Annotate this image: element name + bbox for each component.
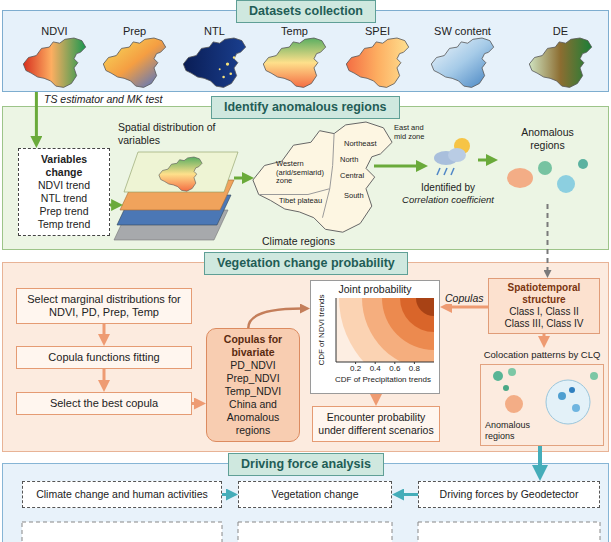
dataset-label: SPEI bbox=[345, 25, 410, 38]
copula-box: Copulas for bivariatePD_NDVIPrep_NDVITem… bbox=[206, 328, 300, 442]
region-name: Tibet plateau bbox=[279, 197, 322, 206]
region-name: South bbox=[344, 192, 364, 201]
region-name: Northeast bbox=[344, 140, 377, 149]
box-text: NTL trend bbox=[23, 192, 105, 205]
section-title: Driving force analysis bbox=[228, 453, 384, 476]
process-box: Driving forces by Geodetector bbox=[418, 481, 600, 508]
box-text: Prep trend bbox=[23, 205, 105, 218]
box-text: Vegetation change bbox=[243, 488, 387, 501]
box-text: Prep_NDVI bbox=[211, 372, 295, 385]
map-caption: Spatial distribution of variables bbox=[118, 121, 230, 147]
region-name: North bbox=[340, 156, 358, 165]
box-text: Encounter probability under different sc… bbox=[317, 411, 435, 437]
box-text: Temp_NDVI bbox=[211, 385, 295, 398]
edge-label: Copulas bbox=[444, 292, 485, 304]
axis-title: CDF of NDVI trends bbox=[317, 290, 327, 370]
step-note: Identified by bbox=[404, 182, 492, 194]
box-text: Copula functions fitting bbox=[21, 351, 187, 364]
axis-tick: 0.6 bbox=[385, 364, 405, 374]
region-name: Western (arid/semiarid) zone bbox=[276, 160, 326, 186]
box-text: Variables change bbox=[23, 153, 105, 179]
box-text: Class I, Class II bbox=[492, 306, 596, 318]
chart-panel: Joint probability bbox=[310, 280, 440, 394]
axis-tick: 0.8 bbox=[404, 364, 424, 374]
section-title: Vegetation change probability bbox=[204, 252, 408, 275]
box-text: NDVI trend bbox=[23, 179, 105, 192]
box-text: Select the best copula bbox=[21, 397, 187, 410]
pattern-frame: Anomalous regions bbox=[480, 364, 604, 446]
box-text: PD_NDVI bbox=[211, 359, 295, 372]
box-text: Driving forces by Geodetector bbox=[423, 488, 595, 501]
structure-box: Spatiotemporal structureClass I, Class I… bbox=[488, 278, 600, 334]
pattern-heading: Colocation patterns by CLQ bbox=[480, 348, 604, 361]
section-title: Identify anomalous regions bbox=[211, 96, 400, 119]
process-box: Variables changeNDVI trendNTL trendPrep … bbox=[18, 148, 110, 236]
pattern-panel: Colocation patterns by CLQ Anomalous regi… bbox=[480, 348, 604, 446]
process-box: Copula functions fitting bbox=[16, 346, 192, 369]
process-box: Select marginal distributions for NDVI, … bbox=[16, 288, 192, 324]
axis-tick: 0.4 bbox=[365, 364, 385, 374]
section-band: Identify anomalous regionsVariables chan… bbox=[2, 106, 609, 250]
region-group: Anomalous regions bbox=[500, 122, 595, 204]
dataset-label: Prep bbox=[102, 25, 167, 38]
box-text: Temp trend bbox=[23, 218, 105, 231]
box-text: Select marginal distributions for NDVI, … bbox=[21, 293, 187, 319]
edge-label: TS estimator and MK test bbox=[44, 93, 162, 105]
region-label: Anomalous regions bbox=[485, 420, 539, 442]
region-name: East and mid zone bbox=[394, 124, 428, 141]
section-title: Datasets collection bbox=[236, 0, 376, 23]
process-box: Vegetation change bbox=[238, 481, 392, 508]
box-text: Spatiotemporal structure bbox=[492, 282, 596, 306]
process-box: Select the best copula bbox=[16, 392, 192, 415]
box-text: Class III, Class IV bbox=[492, 318, 596, 330]
dataset-label: SW content bbox=[430, 25, 495, 38]
step-note: Correlation coefficient bbox=[398, 194, 498, 206]
region-caption: Anomalous regions bbox=[504, 126, 591, 152]
process-box: Climate change and human activities bbox=[22, 481, 222, 508]
dataset-label: NTL bbox=[182, 25, 247, 38]
dataset-label: Temp bbox=[262, 25, 327, 38]
region-name: Central bbox=[340, 172, 364, 181]
section-band: Datasets collection bbox=[2, 10, 609, 92]
box-text: Climate change and human activities bbox=[27, 488, 217, 501]
section-band: Driving force analysisClimate change and… bbox=[2, 463, 609, 542]
axis-title: CDF of Precipitation trends bbox=[328, 375, 438, 385]
box-text: Copulas for bivariate bbox=[211, 333, 295, 359]
process-box: Encounter probability under different sc… bbox=[312, 406, 440, 442]
dataset-label: DE bbox=[528, 25, 593, 38]
map-caption: Climate regions bbox=[262, 235, 372, 248]
chart-title: Joint probability bbox=[311, 283, 439, 296]
axis-tick: 0.2 bbox=[346, 364, 366, 374]
dataset-label: NDVI bbox=[22, 25, 87, 38]
section-band: Vegetation change probabilitySelect marg… bbox=[2, 262, 609, 452]
box-text: China and Anomalous regions bbox=[211, 398, 295, 437]
